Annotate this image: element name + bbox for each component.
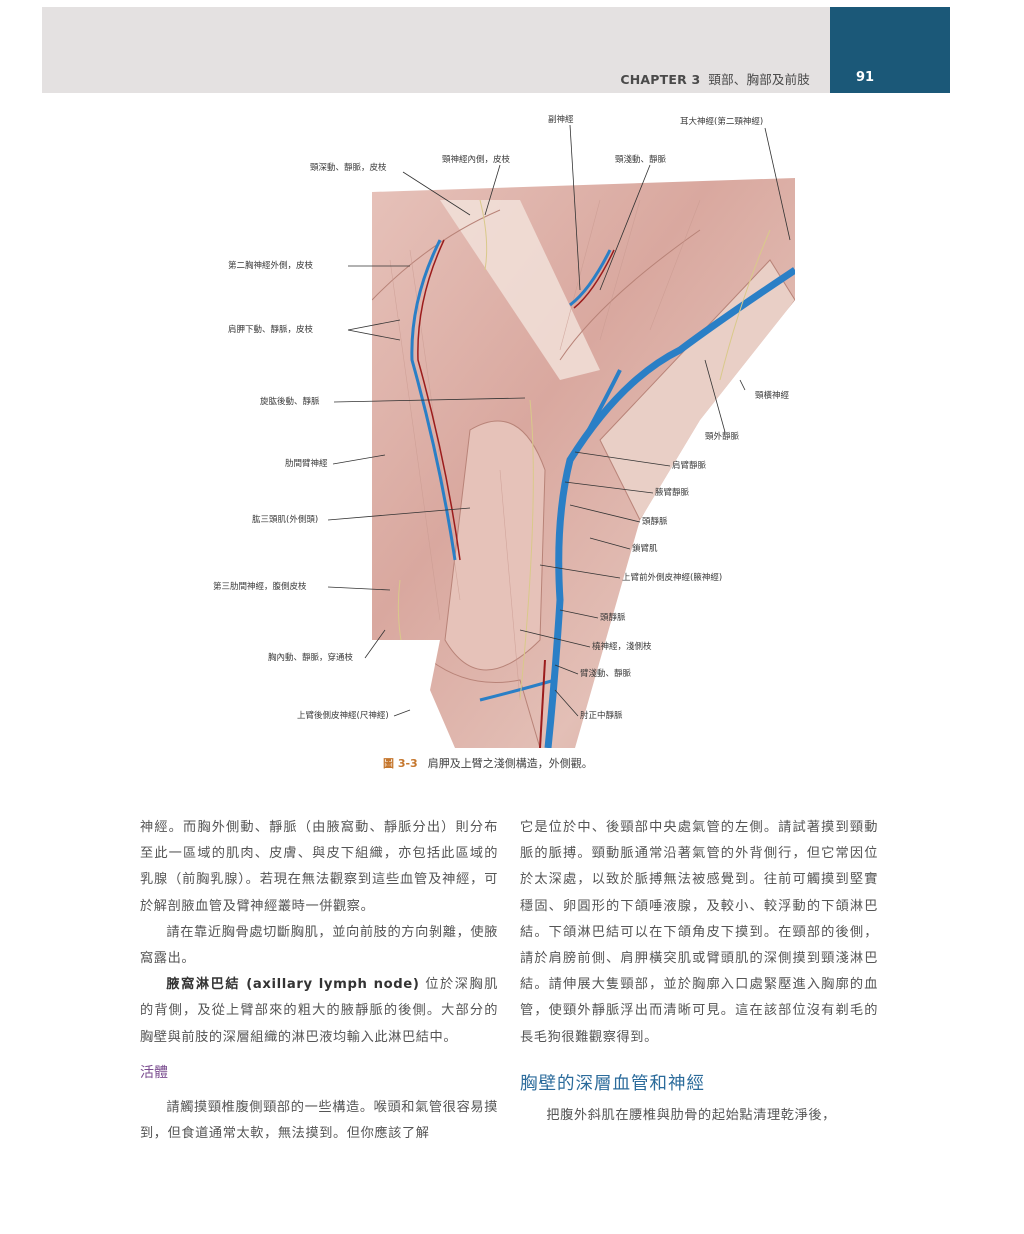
label-cephalic-vein-2: 頭靜脈 bbox=[600, 613, 626, 623]
label-subscapular-vessels: 肩胛下動、靜脈，皮枝 bbox=[228, 325, 314, 335]
paragraph: 神經。而胸外側動、靜脈（由腋窩動、靜脈分出）則分布至此一區域的肌肉、皮膚、與皮下… bbox=[140, 820, 498, 914]
page-number-box bbox=[830, 7, 950, 93]
label-caudal-cutaneous-nerve: 上臂後側皮神經(尺神經) bbox=[297, 711, 389, 721]
section-heading-live-animal: 活體 bbox=[140, 1065, 168, 1081]
leader-lines bbox=[327, 124, 791, 717]
header-band bbox=[42, 7, 830, 93]
chapter-heading: CHAPTER 3 頸部、胸部及前肢 bbox=[620, 69, 810, 88]
label-cervical-nerve-medial: 頸神經內側，皮枝 bbox=[442, 155, 511, 165]
paragraph: 它是位於中、後頸部中央處氣管的左側。請試著摸到頸動脈的脈搏。頸動脈通常沿著氣管的… bbox=[520, 820, 878, 1045]
right-column: 它是位於中、後頸部中央處氣管的左側。請試著摸到頸動脈的脈搏。頸動脈通常沿著氣管的… bbox=[520, 815, 878, 1129]
label-internal-thoracic-vessels: 胸內動、靜脈，穿通枝 bbox=[268, 653, 354, 663]
section-heading-deep-vessels: 胸壁的深層血管和神經 bbox=[520, 1073, 705, 1094]
paragraph: 把腹外斜肌在腰椎與肋骨的起始點清理乾淨後， bbox=[546, 1108, 836, 1124]
left-column: 神經。而胸外側動、靜脈（由腋窩動、靜脈分出）則分布至此一區域的肌肉、皮膚、與皮下… bbox=[140, 815, 498, 1051]
paragraph: 請在靠近胸骨處切斷胸肌，並向前肢的方向剝離，使腋窩露出。 bbox=[140, 924, 498, 967]
label-cephalic-vein: 頭靜脈 bbox=[642, 517, 668, 527]
chapter-title: 頸部、胸部及前肢 bbox=[708, 72, 810, 87]
label-second-thoracic-nerve: 第二胸神經外側，皮枝 bbox=[228, 261, 314, 271]
left-column-continued: 請觸摸頸椎腹側頸部的一些構造。喉頭和氣管很容易摸到，但食道通常太軟，無法摸到。但… bbox=[140, 1095, 498, 1147]
label-superficial-brachial-vessels: 臂淺動、靜脈 bbox=[580, 669, 632, 679]
label-cleidobrachialis: 鎖臂肌 bbox=[632, 544, 658, 554]
label-cranial-lateral-cutaneous-nerve: 上臂前外側皮神經(腋神經) bbox=[622, 573, 723, 583]
chapter-label: CHAPTER 3 bbox=[620, 72, 701, 87]
paragraph-text: 位於深胸肌的背側，及從上臂部來的粗大的腋靜脈的後側。大部分的胸壁與前肢的深層組織… bbox=[140, 977, 498, 1045]
figure-caption: 圖 3-3 肩胛及上臂之淺側構造，外側觀。 bbox=[383, 755, 593, 771]
label-transverse-cervical-nerve: 頸橫神經 bbox=[755, 391, 790, 401]
label-third-intercostal-nerve: 第三肋間神經，腹側皮枝 bbox=[213, 582, 307, 592]
label-accessory-nerve: 副神經 bbox=[548, 115, 574, 125]
anatomy-illustration bbox=[327, 124, 795, 748]
label-omobrachial-vein: 肩臂靜脈 bbox=[672, 461, 707, 471]
paragraph: 腋窩淋巴結 (axillary lymph node) 位於深胸肌的背側，及從上… bbox=[140, 972, 498, 1051]
label-caudal-circumflex-humeral: 旋肱後動、靜脈 bbox=[260, 397, 320, 407]
label-superficial-cervical-vessels: 頸淺動、靜脈 bbox=[615, 155, 667, 165]
label-median-cubital-vein: 肘正中靜脈 bbox=[580, 711, 623, 721]
term-axillary-lymph-node: 腋窩淋巴結 (axillary lymph node) bbox=[166, 977, 420, 993]
paragraph: 請觸摸頸椎腹側頸部的一些構造。喉頭和氣管很容易摸到，但食道通常太軟，無法摸到。但… bbox=[140, 1100, 498, 1142]
label-external-jugular-vein: 頸外靜脈 bbox=[705, 432, 740, 442]
label-triceps-lateral-head: 肱三頭肌(外側頭) bbox=[252, 515, 319, 525]
label-axillobrachial-vein: 腋臂靜脈 bbox=[655, 488, 690, 498]
label-intercostobrachial-nerve: 肋間臂神經 bbox=[285, 459, 328, 469]
figure-number: 圖 3-3 bbox=[383, 757, 418, 770]
page-number: 91 bbox=[856, 70, 875, 85]
label-great-auricular-nerve: 耳大神經(第二頸神經) bbox=[680, 117, 764, 127]
label-deep-cervical-vessels: 頸深動、靜脈，皮枝 bbox=[310, 163, 387, 173]
figure-caption-text: 肩胛及上臂之淺側構造，外側觀。 bbox=[427, 757, 593, 770]
label-radial-nerve-superficial: 橈神經，淺側枝 bbox=[592, 642, 652, 652]
